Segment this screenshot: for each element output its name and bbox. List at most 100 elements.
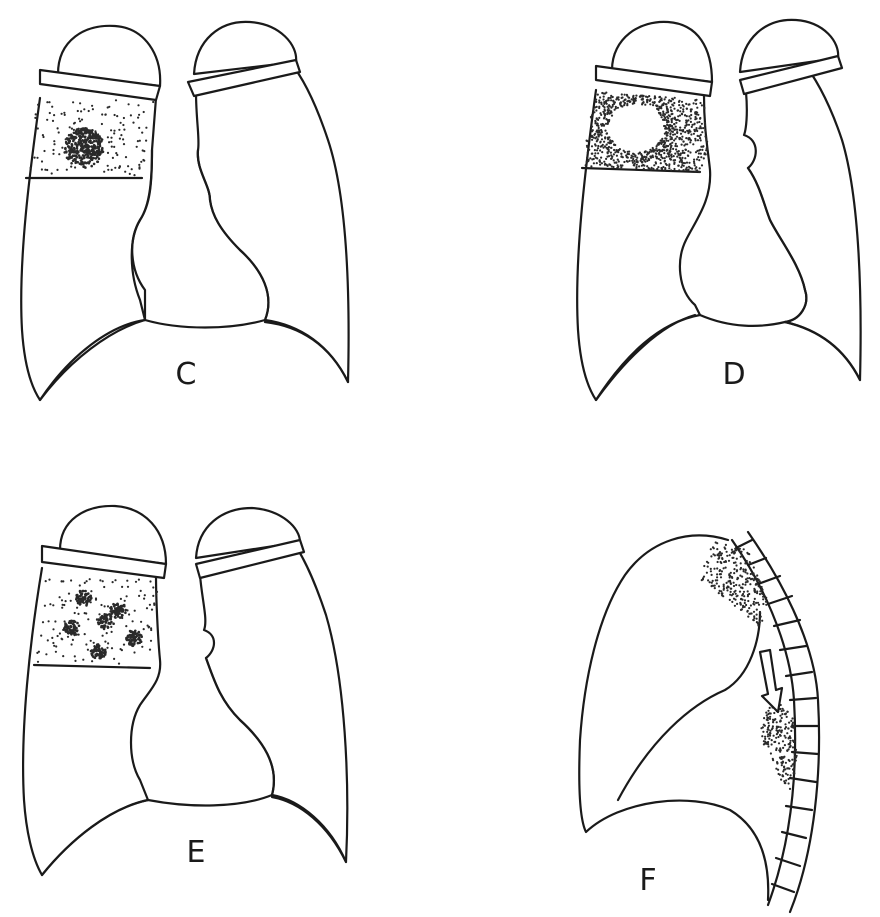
stipple-dot [633, 98, 635, 100]
stipple-dot [687, 119, 689, 121]
stipple-dot [684, 162, 686, 164]
stipple-dot [655, 104, 657, 106]
stipple-dot [594, 155, 596, 157]
stipple-dot [647, 99, 649, 101]
stipple-dot [744, 602, 746, 604]
stipple-dot [748, 607, 750, 609]
stipple-dot [135, 581, 137, 583]
stipple-dot [640, 95, 642, 97]
stipple-dot [757, 624, 759, 626]
stipple-dot [793, 772, 795, 774]
stipple-dot [125, 625, 127, 627]
stipple-dot [617, 107, 619, 109]
stipple-dot [80, 149, 83, 152]
stipple-dot [692, 143, 694, 145]
stipple-dot [133, 651, 135, 653]
stipple-dot [769, 707, 771, 709]
stipple-dot [695, 166, 697, 168]
stipple-dot [103, 586, 105, 588]
stipple-dot [93, 642, 95, 644]
stipple-dot [61, 599, 63, 601]
stipple-dot [146, 607, 148, 609]
stipple-dot [610, 152, 612, 154]
stipple-dot [596, 118, 598, 120]
stipple-dot [86, 144, 89, 147]
stipple-dot [702, 578, 704, 580]
stipple-dot [90, 165, 93, 168]
stipple-dot [608, 104, 610, 106]
stipple-dot [82, 659, 84, 661]
stipple-dot [699, 117, 701, 119]
stipple-dot [741, 587, 743, 589]
stipple-dot [767, 710, 769, 712]
panel-f-lateral-chest: F [579, 532, 819, 912]
stipple-dot [48, 579, 50, 581]
stipple-dot [711, 582, 713, 584]
stipple-dot [596, 162, 598, 164]
stipple-dot [99, 619, 102, 622]
stipple-dot [606, 144, 608, 146]
stipple-dot [776, 761, 778, 763]
stipple-dot [673, 108, 675, 110]
stipple-dot [754, 598, 756, 600]
stipple-dot [648, 168, 650, 170]
stipple-dot [121, 649, 123, 651]
stipple-dot [734, 561, 736, 563]
stipple-dot [597, 152, 599, 154]
stipple-dot [671, 138, 673, 140]
stipple-dot [670, 148, 672, 150]
stipple-dot [745, 581, 747, 583]
stipple-dot [720, 590, 722, 592]
stipple-dot [783, 766, 785, 768]
stipple-dot [745, 569, 747, 571]
stipple-dot [91, 132, 94, 135]
stipple-dot [724, 548, 726, 550]
stipple-dot [694, 164, 696, 166]
stipple-dot [641, 156, 643, 158]
stipple-dot [749, 561, 751, 563]
stipple-dot [729, 576, 731, 578]
stipple-dot [119, 138, 121, 140]
stipple-dot [667, 102, 669, 104]
stipple-dot [138, 127, 140, 129]
stipple-dot [633, 164, 635, 166]
stipple-dot [656, 168, 658, 170]
stipple-dot [71, 143, 74, 146]
stipple-dot [649, 99, 651, 101]
stipple-dot [734, 599, 736, 601]
stipple-dot [696, 121, 698, 123]
stipple-dot [699, 137, 701, 139]
stipple-dot [742, 606, 744, 608]
stipple-dot [81, 119, 83, 121]
stipple-dot [591, 153, 593, 155]
stipple-dot [671, 104, 673, 106]
stipple-dot [34, 117, 36, 119]
stipple-dot [695, 103, 697, 105]
stipple-dot [42, 134, 44, 136]
stipple-dot [57, 635, 59, 637]
stipple-dot [761, 735, 763, 737]
stipple-dot [699, 149, 701, 151]
stipple-dot [91, 653, 94, 656]
stipple-dot [762, 726, 764, 728]
stipple-dot [101, 647, 104, 650]
stipple-dot [714, 587, 716, 589]
stipple-dot [790, 730, 792, 732]
stipple-dot [674, 97, 676, 99]
stipple-dot [48, 101, 50, 103]
stipple-dot [53, 143, 55, 145]
stipple-dot [137, 117, 139, 119]
stipple-dot [99, 141, 102, 144]
stipple-dot [669, 132, 671, 134]
stipple-dot [726, 551, 728, 553]
stipple-dot [707, 562, 709, 564]
stipple-dot [743, 570, 745, 572]
stipple-dot [681, 136, 683, 138]
stipple-dot [674, 133, 676, 135]
stipple-dot [635, 161, 637, 163]
stipple-dot [118, 663, 120, 665]
stipple-dot [696, 158, 698, 160]
stipple-dot [695, 139, 697, 141]
stipple-dot [691, 126, 693, 128]
stipple-dot [74, 158, 77, 161]
